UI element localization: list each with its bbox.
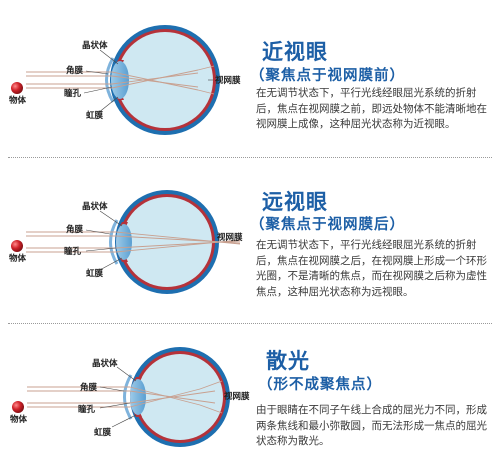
hyperopia-eye-diagram: 晶状体 角膜 瞳孔 虹膜 视网膜 物体 xyxy=(9,190,243,294)
eyeball xyxy=(105,25,220,135)
cornea-label: 角膜 xyxy=(80,382,98,393)
pupil-label: 瞳孔 xyxy=(78,404,96,415)
eyeball xyxy=(123,347,230,447)
hyperopia-title: 远视眼 xyxy=(262,190,328,214)
object-label: 物体 xyxy=(10,414,28,425)
myopia-eye-diagram: 晶状体 角膜 瞳孔 虹膜 视网膜 物体 xyxy=(9,25,241,135)
retina-label: 视网膜 xyxy=(217,232,243,243)
astigmatism-subtitle: （形不成聚焦点） xyxy=(258,377,382,393)
myopia-panel: 晶状体 角膜 瞳孔 虹膜 视网膜 物体 近视眼 （聚焦点于视网膜前） 在无调节状… xyxy=(0,0,500,158)
lens-label: 晶状体 xyxy=(92,358,118,369)
eyeball xyxy=(109,190,219,294)
astigmatism-description: 由于眼睛在不同子午线上合成的屈光力不同，形成两条焦线和最小弥散圆，而无法形成一焦… xyxy=(256,404,487,447)
leader-lines xyxy=(99,366,137,428)
leader-lines xyxy=(83,49,213,114)
cornea-label: 角膜 xyxy=(66,65,84,76)
leader-lines xyxy=(85,210,123,272)
light-rays xyxy=(26,231,241,253)
pupil-label: 瞳孔 xyxy=(64,246,82,257)
lens-label: 晶状体 xyxy=(82,40,108,51)
pupil-label: 瞳孔 xyxy=(64,88,82,99)
myopia-subtitle: （聚焦点于视网膜前） xyxy=(250,68,405,84)
astigmatism-eye-diagram: 晶状体 角膜 瞳孔 虹膜 视网膜 物体 xyxy=(10,347,250,447)
iris-label: 虹膜 xyxy=(94,427,112,438)
hyperopia-subtitle: （聚焦点于视网膜后） xyxy=(250,217,405,233)
section-divider xyxy=(8,323,492,324)
astigmatism-title: 散光 xyxy=(266,349,310,373)
object-icon xyxy=(11,240,23,252)
object-icon xyxy=(11,82,23,94)
hyperopia-panel: 晶状体 角膜 瞳孔 虹膜 视网膜 物体 远视眼 （聚焦点于视网膜后） 在无调节状… xyxy=(0,158,500,323)
lens-label: 晶状体 xyxy=(82,201,108,212)
myopia-description: 在无调节状态下，平行光线经眼屈光系统的折射后，焦点在视网膜之前，即远处物体不能清… xyxy=(256,87,487,130)
astigmatism-panel: 晶状体 角膜 瞳孔 虹膜 视网膜 物体 散光 （形不成聚焦点） 由于眼睛在不同子… xyxy=(0,323,500,462)
cornea-label: 角膜 xyxy=(66,224,84,235)
object-icon xyxy=(12,401,24,413)
myopia-title: 近视眼 xyxy=(262,40,328,64)
iris-label: 虹膜 xyxy=(86,268,104,279)
section-divider xyxy=(8,157,492,158)
hyperopia-description: 在无调节状态下，平行光线经眼屈光系统的折射后，焦点在视网膜之后，在视网膜上形成一… xyxy=(256,239,487,298)
object-label: 物体 xyxy=(9,253,27,264)
light-rays xyxy=(27,380,223,414)
retina-label: 视网膜 xyxy=(215,75,241,86)
retina-label: 视网膜 xyxy=(224,391,250,402)
iris-label: 虹膜 xyxy=(86,110,104,121)
light-rays xyxy=(26,65,215,95)
object-label: 物体 xyxy=(9,95,27,106)
